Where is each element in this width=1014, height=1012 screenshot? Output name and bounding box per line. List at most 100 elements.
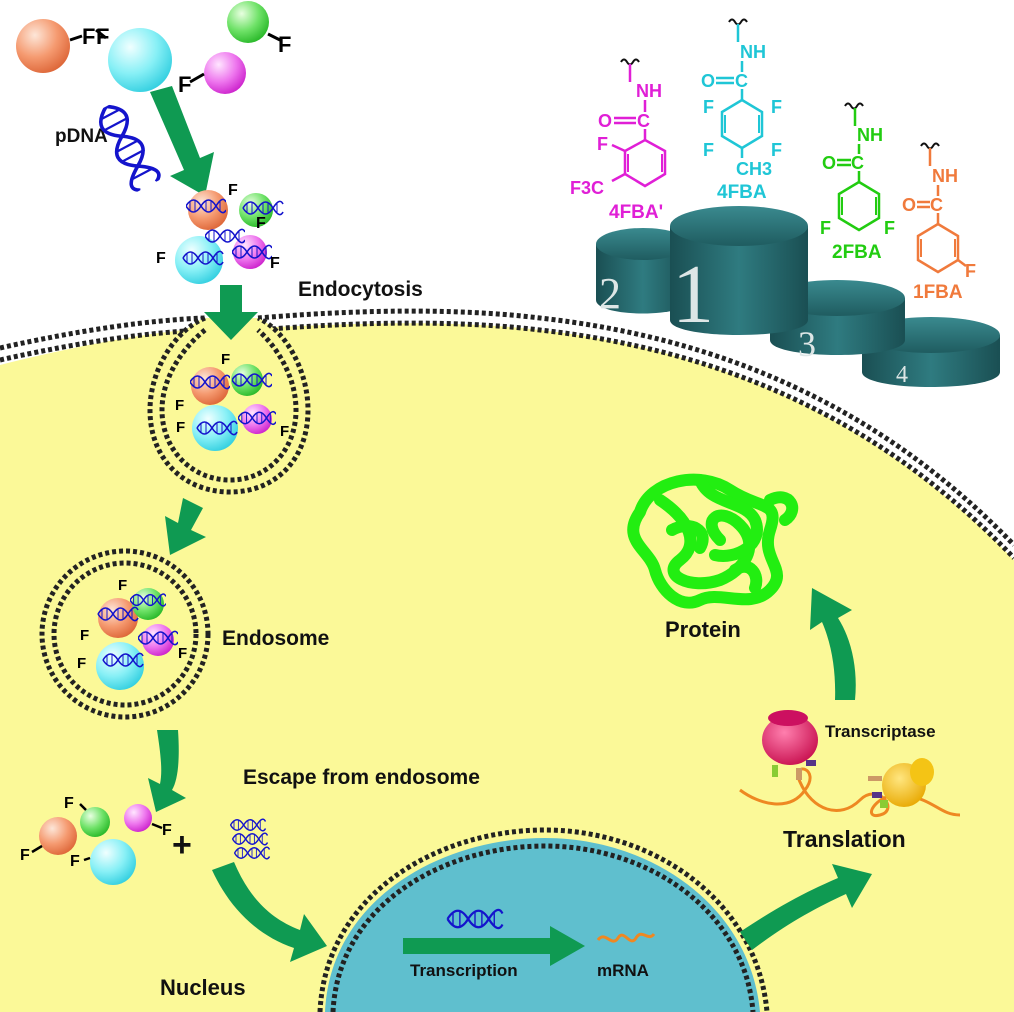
flow-arrows: [148, 86, 872, 966]
arrow-to-nucleus: [212, 862, 327, 962]
magenta-particle-icon: [204, 52, 246, 94]
svg-text:NH: NH: [636, 81, 662, 101]
svg-text:F: F: [20, 847, 30, 864]
magenta-particle-icon: [124, 804, 152, 832]
mrna-label: mRNA: [597, 961, 649, 980]
orange-particle-icon: [16, 19, 70, 73]
compound-name-4fba: 4FBA: [717, 182, 767, 203]
protein-coil-icon: [627, 473, 799, 609]
compound-4fba-prime: NH C O F F3C 4FBA': [570, 58, 667, 223]
translation-label: Translation: [783, 826, 906, 852]
f-label: F: [96, 24, 109, 49]
arrow-escape: [148, 730, 186, 812]
svg-text:F: F: [884, 218, 895, 238]
svg-text:NH: NH: [932, 166, 958, 186]
compound-1fba: NH C O F 1FBA: [902, 142, 976, 303]
endocytosis-label: Endocytosis: [298, 278, 423, 301]
compound-name-1fba: 1FBA: [913, 282, 963, 303]
rank-4: 4: [896, 362, 908, 388]
svg-text:F: F: [270, 255, 280, 272]
endosome: [39, 548, 211, 720]
cytoplasm: [0, 323, 1014, 1012]
escape-label: Escape from endosome: [243, 766, 480, 789]
green-particle-icon: [227, 1, 269, 43]
ribosome-icon: [868, 758, 934, 808]
svg-text:F: F: [156, 250, 166, 267]
endosome-label: Endosome: [222, 627, 329, 650]
arrow-endocytosis: [204, 285, 258, 340]
endocytic-vesicle: [147, 315, 311, 495]
cyan-particle-icon: [90, 839, 136, 885]
transcriptase-label: Transcriptase: [825, 722, 936, 741]
translation-machinery: [739, 710, 961, 818]
protein-label: Protein: [665, 617, 741, 642]
podium: 1 2 3 4: [596, 206, 1000, 388]
svg-text:CH3: CH3: [736, 159, 772, 179]
svg-text:O: O: [902, 195, 916, 215]
svg-text:O: O: [822, 153, 836, 173]
svg-text:O: O: [598, 111, 612, 131]
compound-2fba: NH C O F F 2FBA: [820, 102, 895, 263]
svg-text:F: F: [80, 627, 89, 644]
orange-particle-icon: [39, 817, 77, 855]
plus-sign: +: [172, 826, 192, 864]
nucleus: [317, 827, 770, 1012]
compound-4fba: NH C O F F F F CH3 4FBA: [701, 18, 782, 203]
plasma-membrane-outer: [0, 308, 1014, 547]
svg-text:F: F: [597, 134, 608, 154]
svg-text:F: F: [256, 215, 266, 232]
free-particles: F F F F: [16, 1, 291, 97]
vesicle-complex: F F F F: [175, 351, 289, 451]
rank-2: 2: [599, 269, 621, 318]
svg-text:F: F: [703, 97, 714, 117]
compound-name-2fba: 2FBA: [832, 242, 882, 263]
svg-text:F: F: [280, 423, 289, 440]
svg-text:F: F: [162, 822, 172, 839]
rank-1: 1: [672, 248, 714, 341]
arrow-to-endosome: [165, 498, 206, 555]
arrow-assembly: [150, 86, 214, 196]
svg-text:F3C: F3C: [570, 178, 604, 198]
arrow-transcription: [403, 926, 585, 966]
compound-name-4fba-prime: 4FBA': [609, 202, 663, 223]
pdna-label: pDNA: [55, 126, 108, 147]
svg-text:O: O: [701, 71, 715, 91]
svg-text:F: F: [771, 97, 782, 117]
transcription-label: Transcription: [410, 961, 518, 980]
svg-text:F: F: [965, 261, 976, 281]
svg-text:F: F: [228, 182, 238, 199]
cyan-particle-icon: [108, 28, 172, 92]
green-particle-icon: [80, 807, 110, 837]
f-label: F: [278, 32, 291, 57]
svg-text:F: F: [820, 218, 831, 238]
svg-text:NH: NH: [740, 42, 766, 62]
mrna-icon: [596, 932, 656, 943]
ribosome-icon: [762, 710, 818, 780]
nucleus-label: Nucleus: [160, 975, 246, 1000]
f-label: F: [82, 24, 95, 49]
svg-text:C: C: [851, 153, 864, 173]
endosome-complex: F F F F: [77, 577, 187, 690]
released-particles: F F F F: [20, 795, 172, 885]
svg-text:F: F: [118, 577, 127, 594]
svg-text:NH: NH: [857, 125, 883, 145]
svg-text:F: F: [175, 397, 184, 414]
svg-text:F: F: [64, 795, 74, 812]
svg-text:F: F: [176, 419, 185, 436]
svg-text:F: F: [77, 655, 86, 672]
arrow-to-protein: [810, 588, 856, 700]
rank-3: 3: [798, 324, 816, 364]
svg-text:F: F: [221, 351, 230, 368]
svg-text:F: F: [703, 140, 714, 160]
f-label: F: [178, 72, 191, 97]
nanoparticle-complex: F F F F: [156, 182, 284, 284]
svg-text:F: F: [70, 853, 80, 870]
arrow-to-translation: [740, 864, 872, 950]
svg-text:F: F: [178, 645, 187, 662]
svg-text:C: C: [930, 195, 943, 215]
svg-text:C: C: [735, 71, 748, 91]
svg-text:F: F: [771, 140, 782, 160]
svg-text:C: C: [637, 111, 650, 131]
